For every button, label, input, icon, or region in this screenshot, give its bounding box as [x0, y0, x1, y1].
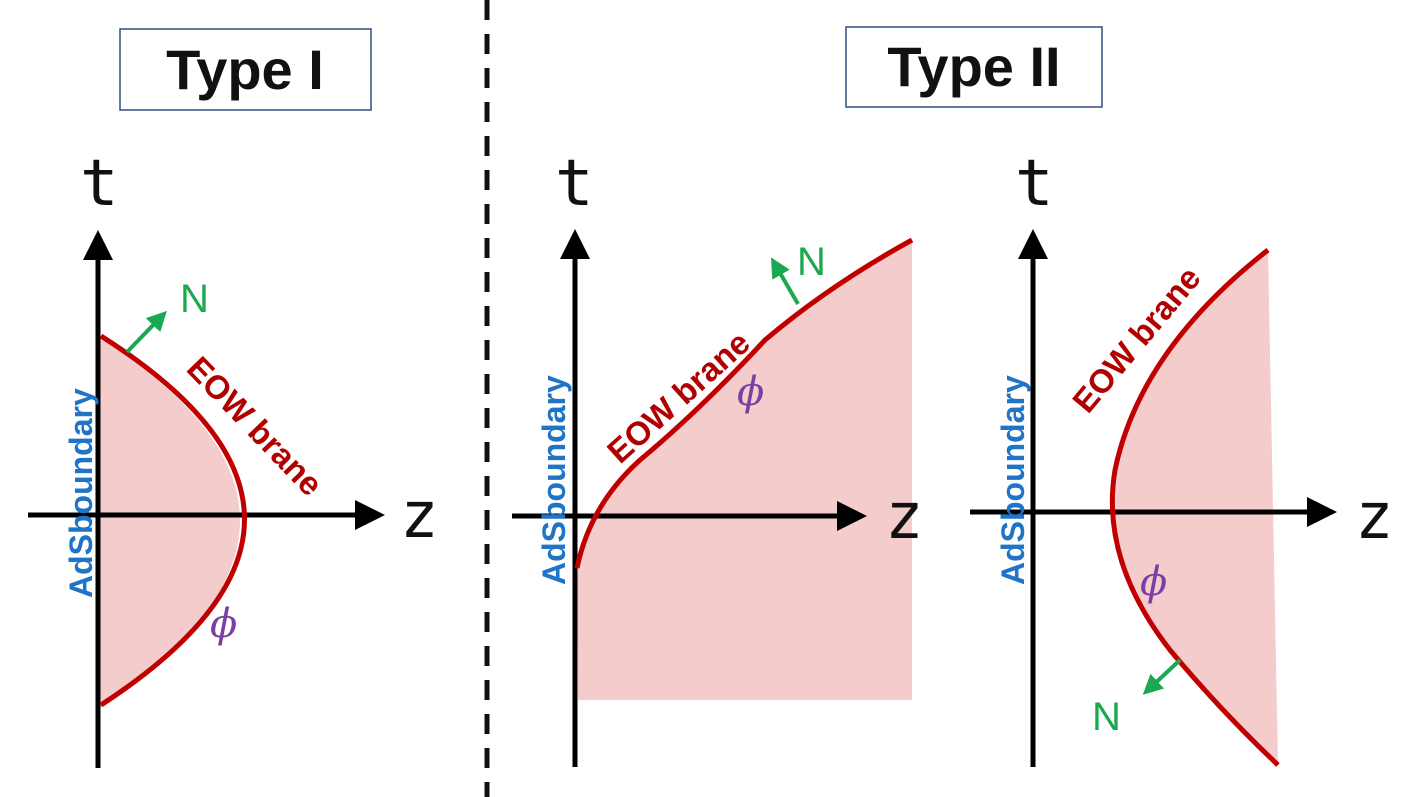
ads-label: AdS	[995, 521, 1031, 585]
eow-brane-curve	[99, 333, 247, 708]
z-axis-label: z	[885, 480, 924, 554]
normal-vector	[770, 257, 800, 306]
ads-boundary-label: AdSboundary	[536, 375, 572, 585]
boundary-label: boundary	[536, 375, 572, 521]
field-label: ϕ	[1140, 559, 1167, 605]
normal-vector	[1142, 658, 1182, 695]
type-1-title-box	[119, 28, 372, 111]
ads-label: AdS	[536, 521, 572, 585]
bulk-region	[100, 338, 240, 708]
bulk-region	[1112, 250, 1278, 765]
eow-brane-curve	[574, 237, 914, 569]
bulk-region	[577, 240, 912, 700]
type-1-title: Type I	[166, 38, 324, 101]
normal-label: N	[797, 240, 826, 284]
z-axis-label: z	[400, 479, 439, 553]
normal-label: N	[180, 277, 209, 321]
z-axis-label: z	[1355, 480, 1394, 554]
type-2-title-box	[845, 26, 1103, 108]
t-axis-label: t	[555, 147, 594, 221]
panel-type-2b: N t z AdSboundary EOW brane ϕ	[970, 147, 1394, 767]
panel-type-1: Type I N t z AdSboundary EOW brane ϕ	[28, 28, 439, 768]
boundary-label: boundary	[995, 375, 1031, 521]
field-label: ϕ	[737, 369, 764, 415]
boundary-label: boundary	[63, 388, 99, 534]
normal-label: N	[1092, 695, 1121, 739]
ads-boundary-label: AdSboundary	[63, 388, 99, 598]
ads-boundary-label: AdSboundary	[995, 375, 1031, 585]
type-2-title: Type II	[887, 35, 1060, 98]
ads-label: AdS	[63, 534, 99, 598]
t-axis-label: t	[1015, 147, 1054, 221]
normal-vector	[125, 310, 167, 354]
eow-brane-curve	[1109, 248, 1280, 767]
t-axis-label: t	[80, 147, 119, 221]
field-label: ϕ	[210, 601, 237, 647]
